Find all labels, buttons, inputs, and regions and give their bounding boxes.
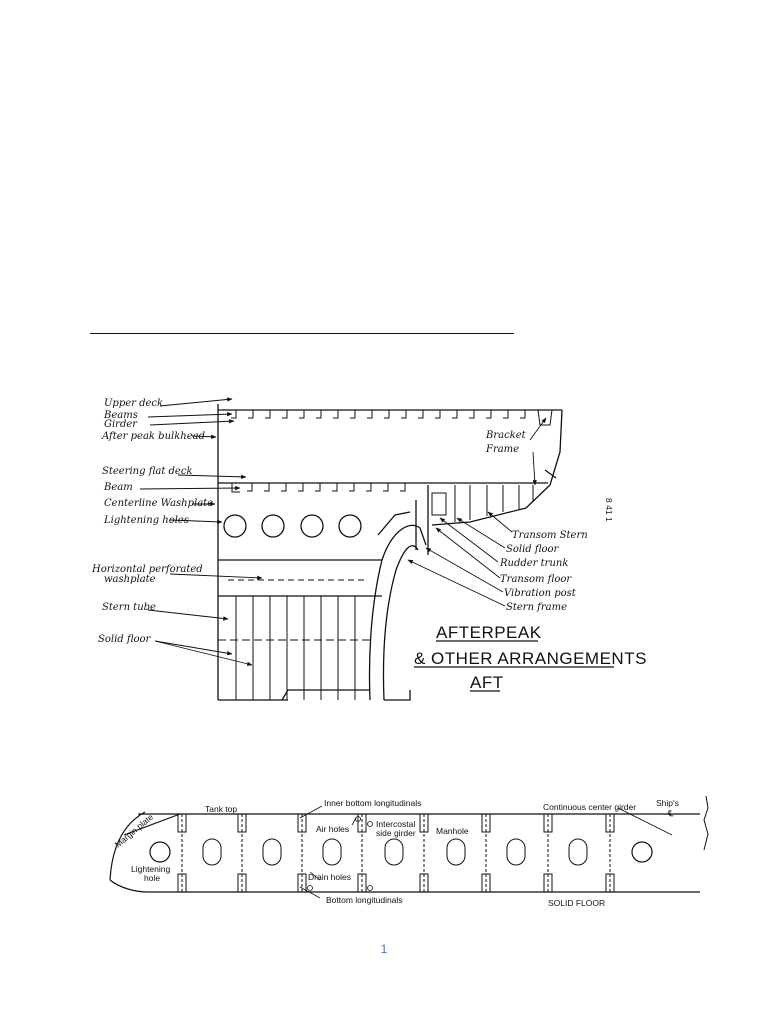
page-number: 1 xyxy=(380,942,388,956)
inner-bottom-longitudinal xyxy=(297,814,307,833)
inner-bottom-longitudinal xyxy=(419,814,429,833)
label-intercostal-2: side girder xyxy=(376,828,416,838)
deck-beam xyxy=(435,410,441,419)
label-inner-bottom-longitudinals: Inner bottom longitudinals xyxy=(324,798,421,808)
label-intercostal-1: Intercostal xyxy=(376,819,415,829)
inner-bottom-longitudinal xyxy=(543,814,553,833)
inner-bottom-longitudinal xyxy=(605,814,615,833)
lightening-hole xyxy=(384,838,404,866)
deck-beam xyxy=(299,410,305,419)
bottom-longitudinal xyxy=(419,873,429,892)
label-stern-frame: Stern frame xyxy=(506,602,567,613)
deck-beam xyxy=(367,410,373,419)
label-bottom-longitudinals: Bottom longitudinals xyxy=(326,895,403,905)
label-drain-holes: Drain holes xyxy=(308,872,351,882)
inner-bottom-longitudinal xyxy=(237,814,247,833)
label-frame: Frame xyxy=(485,444,519,455)
deck-beam xyxy=(350,410,356,419)
inner-bottom-longitudinal xyxy=(177,814,187,833)
solid-floor-drawing xyxy=(109,795,709,899)
title-line-2: & OTHER ARRANGEMENTS xyxy=(414,649,647,668)
horizontal-rule xyxy=(90,333,514,334)
label-continuous-center-girder: Continuous center girder xyxy=(543,802,636,812)
label-beams: Beams xyxy=(103,410,138,421)
label-air-holes: Air holes xyxy=(316,824,349,834)
label-transom-stern: Transom Stern xyxy=(512,530,588,541)
title-line-1: AFTERPEAK xyxy=(436,623,542,642)
label-stern-tube: Stern tube xyxy=(102,602,156,613)
lightening-hole xyxy=(202,838,222,866)
bottom-longitudinal xyxy=(177,873,187,892)
label-solid-floor: SOLID FLOOR xyxy=(548,898,605,908)
label-transom-floor: Transom floor xyxy=(500,574,572,585)
bottom-longitudinal xyxy=(481,873,491,892)
label-upper-deck: Upper deck xyxy=(104,398,163,409)
deck-beam xyxy=(383,483,389,492)
deck-beam xyxy=(418,410,424,419)
label-horizontal-washplate-1: Horizontal perforated xyxy=(91,564,203,575)
label-horizontal-washplate-2: washplate xyxy=(104,574,156,585)
deck-beam xyxy=(231,410,237,419)
title-line-3: AFT xyxy=(470,673,504,692)
label-solid-floor-left: Solid floor xyxy=(98,634,152,645)
deck-beam xyxy=(503,410,509,419)
lightening-hole xyxy=(262,838,282,866)
deck-beam xyxy=(384,410,390,419)
deck-beam xyxy=(401,410,407,419)
deck-beam xyxy=(282,410,288,419)
afterpeak-drawing xyxy=(139,397,563,701)
label-manhole: Manhole xyxy=(436,826,469,836)
deck-beam xyxy=(486,410,492,419)
deck-beam xyxy=(281,483,287,492)
lightening-hole xyxy=(446,838,466,866)
deck-beam xyxy=(248,410,254,419)
deck-beam xyxy=(315,483,321,492)
label-bracket: Bracket xyxy=(485,430,527,441)
margin-mark: 8 41 1 xyxy=(604,498,614,522)
deck-beam xyxy=(349,483,355,492)
label-girder: Girder xyxy=(104,419,138,430)
deck-beam xyxy=(520,410,526,419)
deck-beam xyxy=(366,483,372,492)
bottom-longitudinal xyxy=(237,873,247,892)
label-vibration-post: Vibration post xyxy=(504,588,577,599)
label-tank-top: Tank top xyxy=(205,804,237,814)
inner-bottom-longitudinal xyxy=(481,814,491,833)
bottom-longitudinal xyxy=(297,873,307,892)
deck-beam xyxy=(332,483,338,492)
deck-beam xyxy=(452,410,458,419)
bottom-longitudinal xyxy=(605,873,615,892)
label-solid-floor-right: Solid floor xyxy=(506,544,560,555)
deck-beam xyxy=(264,483,270,492)
lightening-hole xyxy=(506,838,526,866)
deck-beam xyxy=(469,410,475,419)
deck-beam xyxy=(247,483,253,492)
deck-beam xyxy=(265,410,271,419)
bottom-longitudinal xyxy=(357,873,367,892)
label-lightening-2: hole xyxy=(144,873,160,883)
deck-beam xyxy=(316,410,322,419)
label-afterpeak-bulkhead: After peak bulkhead xyxy=(101,431,205,442)
lightening-hole xyxy=(568,838,588,866)
deck-beam xyxy=(400,483,406,492)
deck-beam xyxy=(333,410,339,419)
label-ships-cl: Ship's xyxy=(656,798,679,808)
label-lightening-holes: Lightening holes xyxy=(103,515,189,526)
label-centerline-washplate: Centerline Washplate xyxy=(104,498,213,509)
label-beam: Beam xyxy=(103,482,133,493)
label-lightening-1: Lightening xyxy=(131,864,171,874)
inner-bottom-longitudinal xyxy=(357,814,367,833)
deck-beam xyxy=(298,483,304,492)
label-rudder-trunk: Rudder trunk xyxy=(499,558,568,569)
afterpeak-labels: Upper deck Beams Girder After peak bulkh… xyxy=(91,398,647,692)
label-steering-flat-deck: Steering flat deck xyxy=(102,466,193,477)
lightening-hole xyxy=(322,838,342,866)
label-margin-plate: Margin plate xyxy=(113,812,155,850)
bottom-longitudinal xyxy=(543,873,553,892)
label-cl-mark: ℄ xyxy=(667,808,674,818)
